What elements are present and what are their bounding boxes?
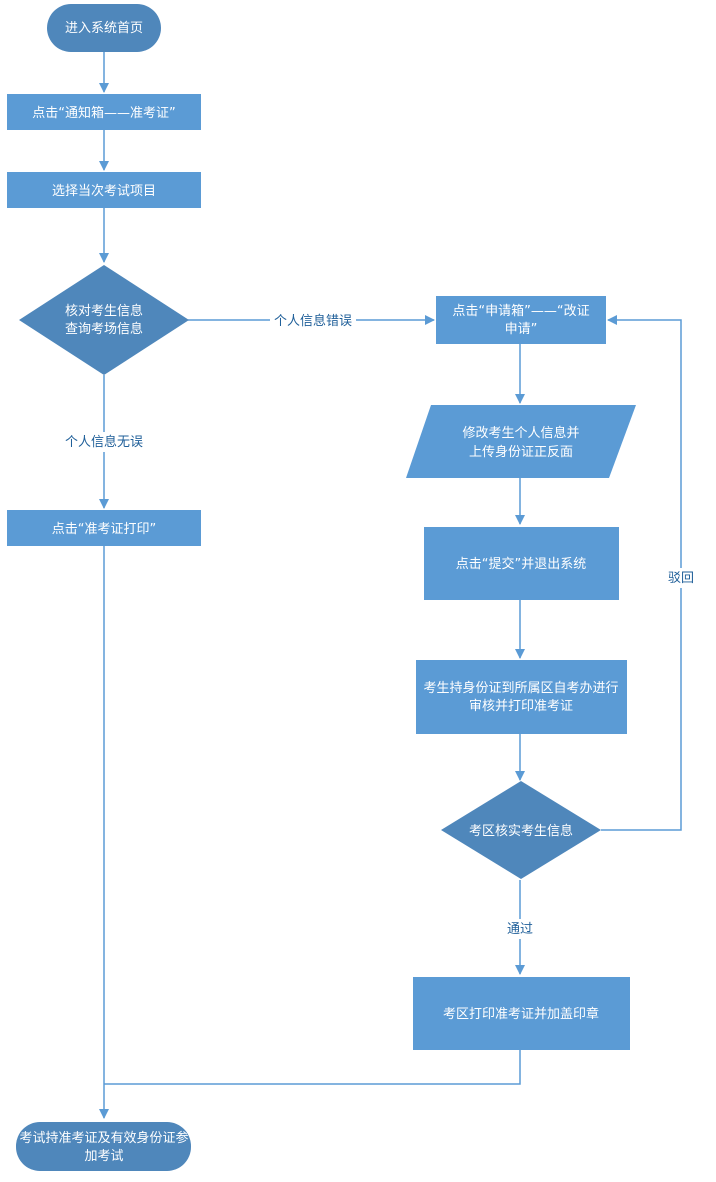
node-start: 进入系统首页 [47,4,161,52]
node-apply-label-line1: 点击“申请箱”——“改证 [452,303,589,319]
node-print: 点击“准考证打印” [7,510,201,546]
node-select: 选择当次考试项目 [7,172,201,208]
node-modify: 修改考生个人信息并 上传身份证正反面 [406,405,636,478]
edge-label-info-ok: 个人信息无误 [65,434,143,450]
node-verify: 考区核实考生信息 [441,781,601,879]
node-notice-label: 点击“通知箱——准考证” [32,105,175,121]
node-modify-label-line1: 修改考生个人信息并 [462,425,579,441]
node-end: 考试持准考证及有效身份证参 加考试 [16,1122,191,1171]
node-verify-label: 考区核实考生信息 [469,823,573,839]
node-visit: 考生持身份证到所属区自考办进行 审核并打印准考证 [416,660,627,734]
node-end-label-line1: 考试持准考证及有效身份证参 [19,1130,188,1146]
node-visit-label-line2: 审核并打印准考证 [469,699,573,714]
node-notice: 点击“通知箱——准考证” [7,94,201,130]
node-print-label: 点击“准考证打印” [52,522,156,537]
node-apply: 点击“申请箱”——“改证 申请” [436,296,606,344]
node-start-label: 进入系统首页 [65,21,143,36]
edge-labels: 个人信息错误 个人信息无误 驳回 通过 [61,311,696,939]
node-stamp-label: 考区打印准考证并加盖印章 [443,1006,599,1022]
node-end-label-line2: 加考试 [84,1149,123,1164]
node-check-label-line2: 查询考场信息 [65,321,143,337]
node-stamp: 考区打印准考证并加盖印章 [413,977,630,1050]
edge-label-info-error: 个人信息错误 [274,313,352,329]
edge-stamp-to-end [104,1050,521,1085]
node-submit: 点击“提交”并退出系统 [424,527,619,600]
edge-label-pass: 通过 [507,922,533,937]
node-modify-label-line2: 上传身份证正反面 [469,444,573,460]
node-check-label-line1: 核对考生信息 [65,303,143,319]
edge-label-reject: 驳回 [668,571,694,586]
node-visit-label-line1: 考生持身份证到所属区自考办进行 [423,680,618,696]
node-apply-label-line2: 申请” [505,322,538,337]
node-submit-label: 点击“提交”并退出系统 [456,556,586,572]
node-check: 核对考生信息 查询考场信息 [19,265,189,375]
node-select-label: 选择当次考试项目 [52,183,156,199]
